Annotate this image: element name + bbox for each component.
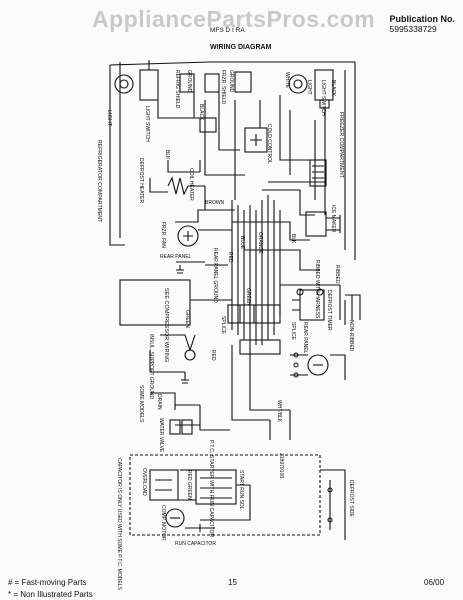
label-insul-support-ground: INSUL. SUPPORT GROUND (148, 334, 154, 399)
label-rear-panel-ground: REAR PANEL GROUND (212, 248, 218, 303)
label-start-run: START RUN SOL. (238, 470, 244, 511)
label-coil-heater: COIL HEATER (188, 168, 194, 201)
label-ground-2: GROUND (228, 70, 234, 93)
label-defrost-heater: DEFROST HEATER (138, 158, 144, 203)
label-defrost-side: DEFROST SIDE (348, 480, 354, 518)
footer-non-illustrated: * = Non Illustrated Parts (8, 590, 93, 599)
label-light-switch-right: LIGHT SWITCH (320, 80, 326, 116)
label-red-1: RED (227, 252, 233, 263)
label-run-capacitor: RUN CAPACITOR (175, 541, 216, 547)
label-capacitor-note: CAPACITOR IS ONLY USED WITH SOME P.T.C. … (116, 458, 122, 590)
label-splice-1: SPLICE (220, 316, 226, 334)
label-freezer-compartment: FREEZER COMPARTMENT (338, 112, 344, 179)
footer-page-number: 15 (228, 578, 237, 587)
label-white: WHITE (284, 72, 290, 89)
label-comp-motor: COMP. MOTOR (160, 505, 166, 541)
label-rear-panel-right: REAR PANEL (302, 322, 308, 354)
label-blk-2: BLK (290, 234, 296, 244)
label-part-code: 218979108 (278, 453, 284, 478)
label-cold-control: COLD CONTROL (266, 124, 272, 164)
diagram-title: WIRING DIAGRAM (210, 44, 272, 51)
wire-lines (109, 60, 361, 540)
label-orange: ORANGE (257, 232, 263, 254)
model-fragment: MFS D I RA (210, 27, 245, 34)
label-black-2: BLACK (330, 80, 336, 97)
label-ground-1: GROUND (186, 70, 192, 93)
label-some-models-1: SOME MODELS (138, 385, 144, 423)
label-light-switch-left: LIGHT SWITCH (144, 106, 150, 142)
label-frzr-fan: FRZR. FAN (160, 222, 166, 248)
label-defrost-timer: DEFROST TIMER (326, 290, 332, 331)
watermark-text: AppliancePartsPros.com (92, 6, 376, 32)
label-light-right: LIGHT (306, 80, 312, 95)
label-splice-2: SPLICE (290, 322, 296, 340)
label-green-2: GREEN (184, 310, 190, 328)
publication-number: 5995338729 (389, 24, 437, 34)
footer-fast-moving: # = Fast-moving Parts (8, 578, 87, 587)
label-red-green: RED GREEN (186, 470, 192, 500)
diagram-labels: MFS D I RA LIGHT LIGHT SWITCH REFRIG SHI… (96, 27, 354, 590)
label-ice-maker: ICE MAKER (330, 205, 336, 233)
publication-label: Publication No. (389, 14, 455, 24)
label-red-2: RED (210, 350, 216, 361)
label-ptc-starter: P.T.C. STARTER WITH RUN CAPACITOR (208, 440, 214, 537)
label-brown: BROWN (205, 200, 225, 206)
label-green-1: GREEN (245, 288, 251, 306)
label-wht-blk: WHT/BLK (276, 400, 282, 423)
label-rib-with-harness: RIBBED WITH HARNESS (314, 260, 320, 319)
label-refrigerator-compartment: REFRIGERATOR COMPARTMENT (96, 140, 102, 223)
label-frzr-shield: FRZR. SHIELD (220, 70, 226, 105)
label-non-ribbed: NON-RIBBED (348, 320, 354, 352)
label-rear-panel: REAR PANEL (160, 254, 192, 260)
label-blue: BLUE (239, 236, 245, 250)
label-blk-1: BLK (164, 150, 170, 160)
publication-block: Publication No. 5995338729 (389, 14, 455, 34)
label-water-valve: WATER VALVE (158, 418, 164, 453)
label-drain: DRAIN (156, 394, 162, 410)
label-see-compressor-wiring: SEE COMPRESSOR WIRING (163, 288, 169, 362)
label-overload: OVERLOAD (141, 468, 147, 496)
label-black-1: BLACK (198, 104, 204, 121)
label-light-left: LIGHT (106, 110, 112, 127)
label-refrig-shield: REFRIG SHIELD (174, 70, 180, 109)
footer-date: 06/00 (424, 578, 445, 587)
label-ribbed: RIBBED (334, 265, 340, 284)
